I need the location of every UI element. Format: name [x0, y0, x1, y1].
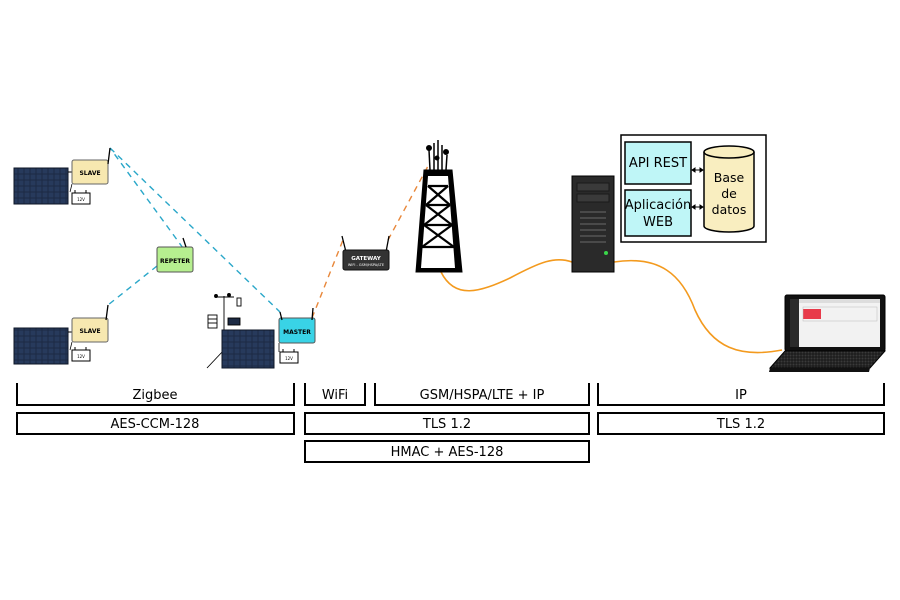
- link-tower-to-server: [440, 258, 573, 292]
- gateway-label: GATEWAY: [351, 256, 381, 262]
- database-label-line1: Base: [714, 170, 745, 185]
- zigbee-bracket: [16, 383, 295, 406]
- tls-mid-box: [304, 412, 590, 435]
- repeater-node: REPETER: [156, 237, 194, 273]
- cellular-bracket: [374, 383, 590, 406]
- slave-node-top: SLAVE 12V: [13, 147, 111, 205]
- battery-label: 12V: [285, 356, 293, 361]
- zigbee-aes-label: AES-CCM-128: [111, 417, 200, 432]
- protocol-brackets: [16, 383, 885, 406]
- slave-node-bottom: SLAVE 12V: [13, 304, 109, 365]
- web-app-box: [624, 189, 692, 237]
- wifi-bracket: [304, 383, 366, 406]
- database-label-line2: de: [721, 186, 737, 201]
- solar-panel-icon: [221, 329, 275, 369]
- link-repeater-to-slave-bottom: [107, 265, 158, 306]
- laptop-screen: [790, 299, 880, 347]
- gateway-node: GATEWAY WIFI - GSM/HSPA/LTE: [341, 235, 390, 271]
- api-rest-box: [624, 141, 692, 185]
- master-box: [278, 317, 316, 344]
- solar-panel-icon: [13, 327, 69, 365]
- gateway-box: [342, 249, 390, 271]
- security-boxes: [16, 412, 885, 463]
- ip-bracket: [597, 383, 885, 406]
- wired-links: [440, 258, 783, 354]
- zigbee-label: Zigbee: [132, 388, 177, 403]
- master-node: MASTER 12V: [221, 307, 316, 369]
- database-icon: [703, 145, 755, 233]
- repeater-box: [156, 246, 194, 273]
- cellular-label: GSM/HSPA/LTE + IP: [420, 388, 545, 403]
- server-tower-icon: [571, 175, 615, 273]
- battery-icon: [71, 192, 91, 205]
- repeater-label: REPETER: [160, 258, 190, 265]
- ip-label: IP: [735, 388, 747, 403]
- slave-label: SLAVE: [79, 170, 100, 177]
- battery-icon: [71, 349, 91, 362]
- zigbee-aes-box: [16, 412, 295, 435]
- master-label: MASTER: [283, 329, 311, 336]
- battery-label: 12V: [77, 197, 85, 202]
- link-master-to-gateway: [311, 239, 344, 319]
- web-app-label-line2: WEB: [643, 215, 673, 230]
- slave-box: [71, 317, 109, 343]
- api-rest-label: API REST: [629, 156, 687, 171]
- cell-tower-icon: [415, 140, 463, 273]
- tls-mid-label: TLS 1.2: [422, 417, 471, 432]
- zigbee-links: [107, 147, 281, 313]
- tls-right-label: TLS 1.2: [716, 417, 765, 432]
- wifi-label: WiFi: [322, 388, 348, 403]
- server-panel: API REST Aplicación WEB Base de datos: [620, 134, 767, 243]
- link-server-to-laptop: [613, 259, 783, 354]
- web-app-label-line1: Aplicación: [625, 198, 691, 213]
- laptop-icon: [768, 294, 887, 372]
- gateway-sublabel: WIFI - GSM/HSPA/LTE: [348, 263, 384, 267]
- link-gateway-to-tower: [387, 165, 429, 241]
- solar-panel-icon: [13, 167, 69, 205]
- wifi-links: [311, 165, 429, 319]
- bidirectional-arrow-icon: [691, 167, 704, 173]
- link-repeater-to-slave-top: [109, 147, 184, 249]
- battery-icon: [279, 351, 299, 364]
- hmac-label: HMAC + AES-128: [391, 445, 504, 460]
- link-slave-top-to-master: [109, 147, 281, 313]
- database-label-line3: datos: [712, 202, 747, 217]
- tls-right-box: [597, 412, 885, 435]
- slave-label: SLAVE: [79, 328, 100, 335]
- battery-label: 12V: [77, 354, 85, 359]
- hmac-box: [304, 440, 590, 463]
- bidirectional-arrow-icon: [691, 204, 704, 210]
- slave-box: [71, 159, 109, 185]
